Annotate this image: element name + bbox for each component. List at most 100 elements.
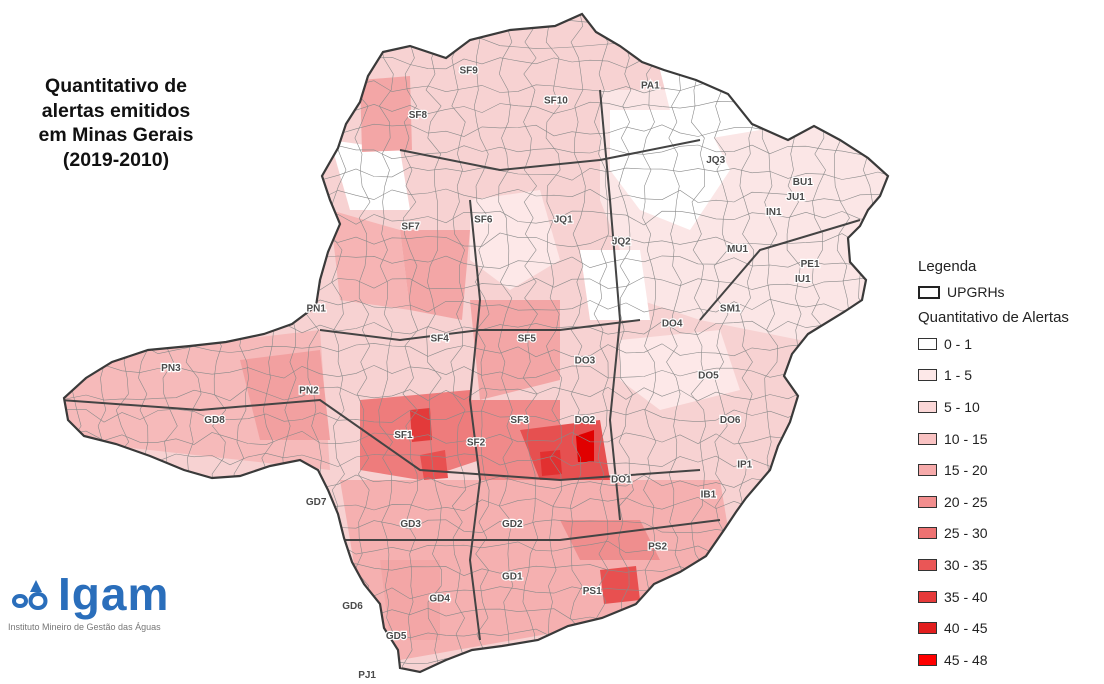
upgrh-boundary-2 bbox=[468, 199, 482, 641]
boundary-line-v bbox=[593, 14, 609, 672]
low-alert-zone-sf5 bbox=[580, 250, 650, 320]
upgrh-label-gd2: GD2 bbox=[502, 519, 523, 530]
medium-zone-sf4-sf5 bbox=[470, 300, 560, 400]
upgrh-label-sf1: SF1 bbox=[394, 430, 413, 441]
upgrh-boundary-4 bbox=[64, 398, 701, 482]
upgrh-label-pn3: PN3 bbox=[161, 363, 181, 374]
boundary-line-v bbox=[450, 14, 467, 672]
upgrh-label-gd5: GD5 bbox=[386, 631, 407, 642]
upgrh-boundary-7 bbox=[399, 139, 701, 172]
upgrh-label-sf9: SF9 bbox=[460, 66, 479, 77]
hotspot-cell-sf1-a bbox=[410, 408, 432, 442]
title-line-2: alertas emitidos bbox=[41, 99, 191, 122]
boundary-line-v bbox=[833, 14, 851, 672]
upgrh-label-gd3: GD3 bbox=[400, 519, 421, 530]
igam-logo-mark bbox=[12, 580, 48, 611]
medium-zone-sf8 bbox=[360, 76, 412, 152]
legend-class-2: 5 - 10 bbox=[918, 391, 1104, 423]
boundary-line-v bbox=[857, 14, 874, 672]
upgrh-label-sf2: SF2 bbox=[467, 437, 486, 448]
upgrh-label-iu1: IU1 bbox=[795, 274, 811, 285]
legend-class-label: 20 - 25 bbox=[944, 493, 988, 510]
legend-swatch bbox=[918, 464, 937, 477]
medium-zone-sf7-west bbox=[330, 210, 410, 310]
legend-boundary-label: UPGRHs bbox=[947, 284, 1005, 300]
boundary-line-v bbox=[425, 14, 442, 672]
legend-class-3: 10 - 15 bbox=[918, 423, 1104, 455]
legend-swatch bbox=[918, 558, 937, 571]
boundary-line-v bbox=[353, 14, 371, 672]
upgrh-boundary-1 bbox=[319, 319, 641, 342]
upgrh-boundary-5 bbox=[340, 519, 721, 541]
title-line-4: (2019-2010) bbox=[62, 148, 170, 171]
hotspot-cell-sf3-b bbox=[540, 450, 562, 476]
upgrh-label-do5: DO5 bbox=[698, 371, 719, 382]
hotspot-cell-sf3-max bbox=[576, 430, 594, 462]
legend-class-label: 35 - 40 bbox=[944, 588, 988, 605]
boundary-line-v bbox=[522, 14, 539, 672]
legend-class-9: 40 - 45 bbox=[918, 612, 1104, 644]
legend-swatch bbox=[918, 622, 937, 635]
boundary-line-h bbox=[64, 430, 888, 446]
upgrh-label-gd4: GD4 bbox=[429, 594, 450, 605]
upgrh-label-sf10: SF10 bbox=[544, 95, 568, 106]
upgrh-label-jq3: JQ3 bbox=[706, 155, 725, 166]
igam-logo-text: Igam bbox=[58, 568, 170, 620]
legend-class-4: 15 - 20 bbox=[918, 454, 1104, 486]
boundary-line-v bbox=[666, 14, 682, 672]
legend-swatch bbox=[918, 400, 937, 413]
legend-swatch bbox=[918, 337, 937, 350]
upgrh-label-ip1: IP1 bbox=[737, 460, 752, 471]
upgrh-label-sf8: SF8 bbox=[409, 110, 428, 121]
boundary-line-v bbox=[497, 14, 514, 672]
legend-swatch bbox=[918, 432, 937, 445]
boundary-line-v bbox=[882, 14, 888, 672]
legend-swatch bbox=[918, 653, 937, 666]
boundary-line-v bbox=[618, 14, 635, 672]
upgrh-label-do1: DO1 bbox=[611, 475, 632, 486]
boundary-line-h bbox=[64, 452, 888, 468]
legend-class-label: 15 - 20 bbox=[944, 462, 988, 479]
legend-class-label: 30 - 35 bbox=[944, 556, 988, 573]
upgrh-label-do3: DO3 bbox=[575, 356, 596, 367]
legend-boundary-entry: UPGRHs bbox=[918, 281, 1104, 303]
legend-class-label: 0 - 1 bbox=[944, 335, 973, 352]
boundary-line-v bbox=[810, 14, 827, 672]
upgrh-label-pe1: PE1 bbox=[801, 259, 820, 270]
legend-swatch bbox=[918, 495, 937, 508]
upgrh-label-sf5: SF5 bbox=[518, 333, 537, 344]
title-line-1: Quantitativo de bbox=[45, 75, 187, 97]
upgrh-label-sf6: SF6 bbox=[474, 214, 493, 225]
legend-class-label: 10 - 15 bbox=[944, 430, 988, 447]
boundary-line-h bbox=[64, 650, 888, 665]
upgrh-label-in1: IN1 bbox=[766, 207, 782, 218]
upgrh-label-ib1: IB1 bbox=[701, 490, 717, 501]
upgrh-label-gd8: GD8 bbox=[204, 415, 225, 426]
boundary-line-h bbox=[64, 343, 888, 358]
upgrh-label-sf4: SF4 bbox=[431, 333, 450, 344]
hotspot-zone-ps1 bbox=[600, 566, 640, 604]
igam-logo-subtitle: Instituto Mineiro de Gestão das Águas bbox=[8, 622, 161, 632]
upgrh-label-do2: DO2 bbox=[575, 415, 596, 426]
legend-class-6: 25 - 30 bbox=[918, 518, 1104, 550]
upgrh-label-pn2: PN2 bbox=[299, 385, 319, 396]
upgrh-label-bu1: BU1 bbox=[793, 177, 813, 188]
upgrh-label-jq2: JQ2 bbox=[612, 237, 631, 248]
legend-swatch bbox=[918, 527, 937, 540]
upgrh-label-gd7: GD7 bbox=[306, 497, 327, 508]
boundary-line-v bbox=[569, 14, 586, 672]
upgrh-label-ps1: PS1 bbox=[583, 586, 602, 597]
legend-class-8: 35 - 40 bbox=[918, 581, 1104, 613]
upgrh-label-gd1: GD1 bbox=[502, 571, 523, 582]
legend-class-label: 40 - 45 bbox=[944, 620, 988, 637]
boundary-line-h bbox=[64, 364, 888, 379]
light-zone-do3 bbox=[620, 330, 740, 410]
legend-class-label: 1 - 5 bbox=[944, 367, 973, 384]
legend-swatch bbox=[918, 590, 937, 603]
upgrh-label-pa1: PA1 bbox=[641, 80, 660, 91]
boundary-line-v bbox=[545, 14, 563, 672]
upgrh-label-mu1: MU1 bbox=[727, 244, 749, 255]
upgrh-label-pj1: PJ1 bbox=[358, 670, 376, 681]
